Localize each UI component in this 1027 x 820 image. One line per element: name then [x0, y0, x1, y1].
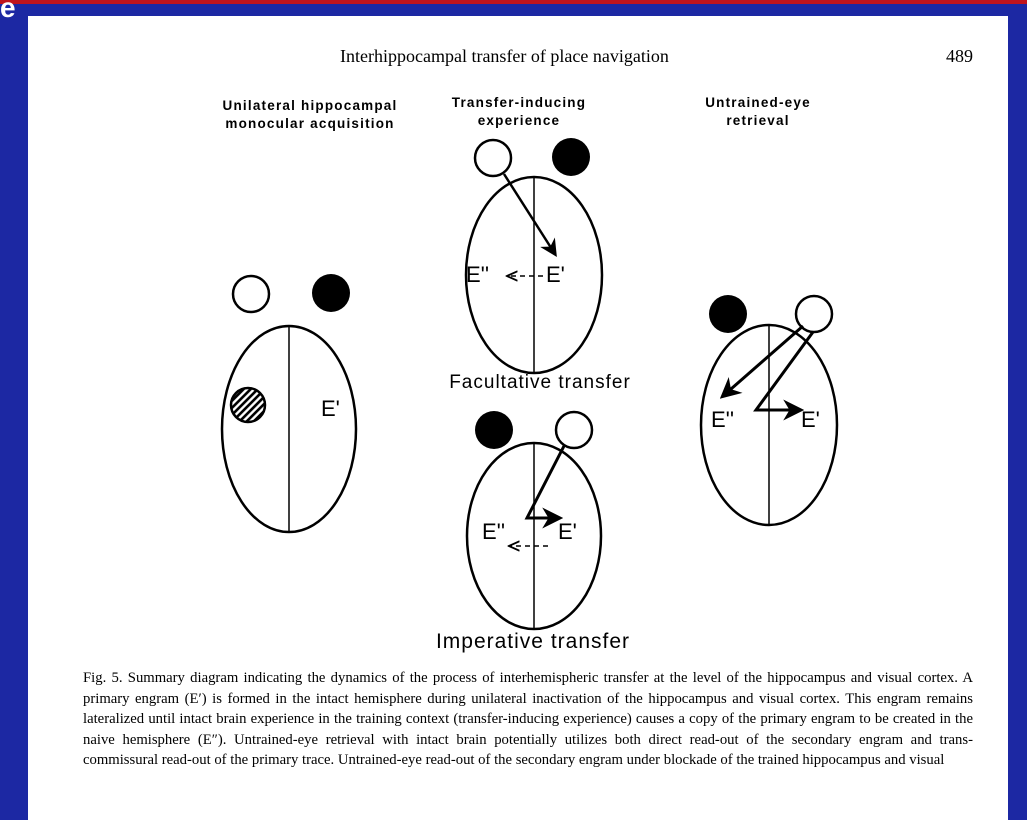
engram-primary-left: E' — [321, 396, 340, 421]
visual-input-arrow — [502, 173, 557, 257]
paper-page: Interhippocampal transfer of place navig… — [28, 16, 1008, 820]
heading-transfer-line2: experience — [478, 113, 561, 128]
open-eye-icon — [794, 294, 834, 334]
panel-imperative-transfer: E'' E' Imperative transfer — [436, 410, 630, 653]
summary-diagram: Unilateral hippocampal monocular acquisi… — [220, 95, 839, 653]
direct-readout-arrow — [524, 445, 566, 529]
label-imperative-transfer: Imperative transfer — [436, 630, 630, 653]
running-title: Interhippocampal transfer of place navig… — [340, 46, 669, 66]
label-facultative-transfer: Facultative transfer — [449, 372, 631, 393]
heading-retrieval-line1: Untrained-eye — [705, 95, 811, 110]
closed-eye-icon — [312, 274, 350, 312]
closed-eye-icon — [475, 411, 513, 449]
panel-monocular-acquisition: Unilateral hippocampal monocular acquisi… — [220, 98, 398, 534]
page-number: 489 — [946, 46, 973, 66]
closed-eye-icon — [552, 138, 590, 176]
slide-top-rule — [0, 0, 1027, 4]
slide-title-fragment: e — [0, 0, 16, 23]
direct-readout-arrow — [719, 324, 804, 399]
transcommissural-readout-arrow — [753, 331, 815, 421]
engram-primary-right: E' — [801, 407, 820, 432]
panel-facultative-transfer: Transfer-inducing experience E'' E' Facu… — [449, 95, 631, 393]
engram-primary-top: E' — [546, 262, 565, 287]
heading-retrieval-line2: retrieval — [726, 113, 789, 128]
engram-secondary-top: E'' — [466, 262, 489, 287]
inactivated-hemisphere-icon — [229, 386, 267, 424]
engram-secondary-bottom: E'' — [482, 519, 505, 544]
engram-primary-bottom: E' — [558, 519, 577, 544]
panel-untrained-eye-retrieval: Untrained-eye retrieval E'' E' — [699, 95, 839, 527]
heading-transfer-line1: Transfer-inducing — [452, 95, 586, 110]
open-eye-icon — [554, 410, 594, 450]
figure-caption: Fig. 5. Summary diagram indicating the d… — [83, 670, 973, 768]
open-eye-icon — [231, 274, 271, 314]
open-eye-icon — [473, 138, 513, 178]
engram-secondary-right: E'' — [711, 407, 734, 432]
heading-monocular-line2: monocular acquisition — [225, 116, 394, 131]
heading-monocular-line1: Unilateral hippocampal — [223, 98, 398, 113]
closed-eye-icon — [709, 295, 747, 333]
